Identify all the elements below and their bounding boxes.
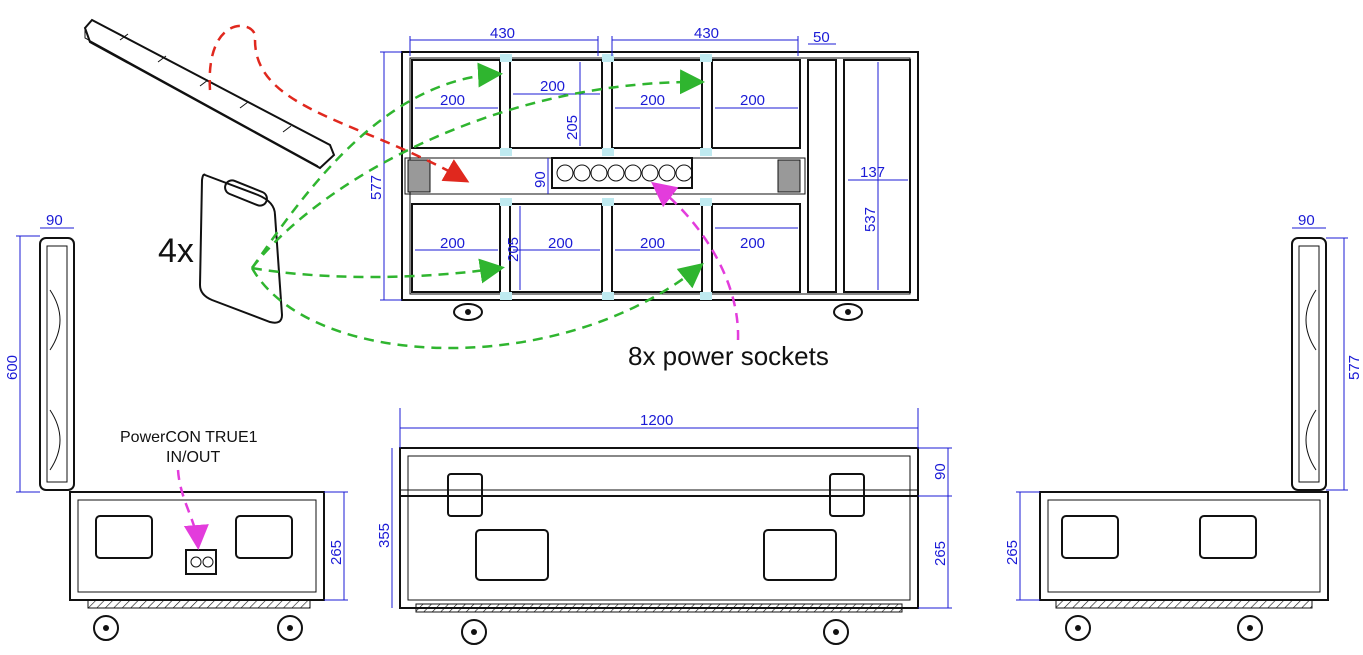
dim-right-channel: 137 bbox=[860, 164, 885, 181]
front-height-total: 355 bbox=[376, 523, 393, 548]
divider-arrow-1 bbox=[250, 62, 503, 269]
dim-depth-right: 537 bbox=[862, 207, 879, 232]
front-body-height: 265 bbox=[932, 541, 949, 566]
left-body-height: 265 bbox=[328, 540, 345, 565]
left-side-view bbox=[16, 227, 348, 641]
divider-panel bbox=[198, 173, 284, 324]
divider-arrow-3 bbox=[251, 258, 505, 284]
caster-right bbox=[833, 303, 863, 321]
dim-compartment-4: 200 bbox=[740, 92, 765, 109]
caster-front-view-left bbox=[461, 619, 487, 645]
powercon-label-line1: PowerCON TRUE1 bbox=[120, 429, 258, 446]
dim-center-channel: 90 bbox=[532, 171, 549, 188]
divider-arrow-4 bbox=[250, 262, 704, 350]
right-lid-width: 90 bbox=[1298, 212, 1315, 229]
dim-compartment-5: 200 bbox=[440, 235, 465, 252]
front-lid-height: 90 bbox=[932, 463, 949, 480]
dim-compartment-8: 200 bbox=[740, 235, 765, 252]
dim-width-left: 430 bbox=[490, 25, 515, 42]
dim-compartment-2: 200 bbox=[540, 78, 565, 95]
power-socket-arrow bbox=[651, 181, 740, 341]
dim-depth-total: 577 bbox=[368, 175, 385, 200]
right-lid-height: 577 bbox=[1346, 355, 1363, 380]
powercon-label-line2: IN/OUT bbox=[166, 449, 220, 466]
caster-side-right bbox=[1237, 615, 1263, 641]
powercon-arrow bbox=[176, 469, 209, 550]
dim-compartment-6: 200 bbox=[548, 235, 573, 252]
dim-compartment-depth-bottom: 205 bbox=[505, 237, 522, 262]
caster-left bbox=[453, 303, 483, 321]
caster-side-left bbox=[1065, 615, 1091, 641]
right-body-height: 265 bbox=[1004, 540, 1021, 565]
caster-front-view-right bbox=[823, 619, 849, 645]
left-lid-width: 90 bbox=[46, 212, 63, 229]
power-socket-row bbox=[556, 164, 693, 182]
dim-compartment-1: 200 bbox=[440, 92, 465, 109]
caster-front-left bbox=[93, 615, 119, 641]
front-view bbox=[391, 408, 952, 645]
dim-compartment-7: 200 bbox=[640, 235, 665, 252]
caster-front-right bbox=[277, 615, 303, 641]
divider-count-label: 4x bbox=[158, 232, 194, 270]
lid-insert-arrow bbox=[208, 24, 470, 183]
power-sockets-label: 8x power sockets bbox=[628, 341, 829, 371]
left-lid-height: 600 bbox=[4, 355, 21, 380]
dim-width-small: 50 bbox=[813, 29, 830, 46]
dim-width-right: 430 bbox=[694, 25, 719, 42]
front-length: 1200 bbox=[640, 412, 673, 429]
dim-compartment-3: 200 bbox=[640, 92, 665, 109]
dim-compartment-depth-top: 205 bbox=[564, 115, 581, 140]
lid-insert-plate bbox=[83, 18, 336, 170]
right-side-view bbox=[1016, 227, 1348, 641]
divider-arrow-2 bbox=[251, 69, 705, 269]
